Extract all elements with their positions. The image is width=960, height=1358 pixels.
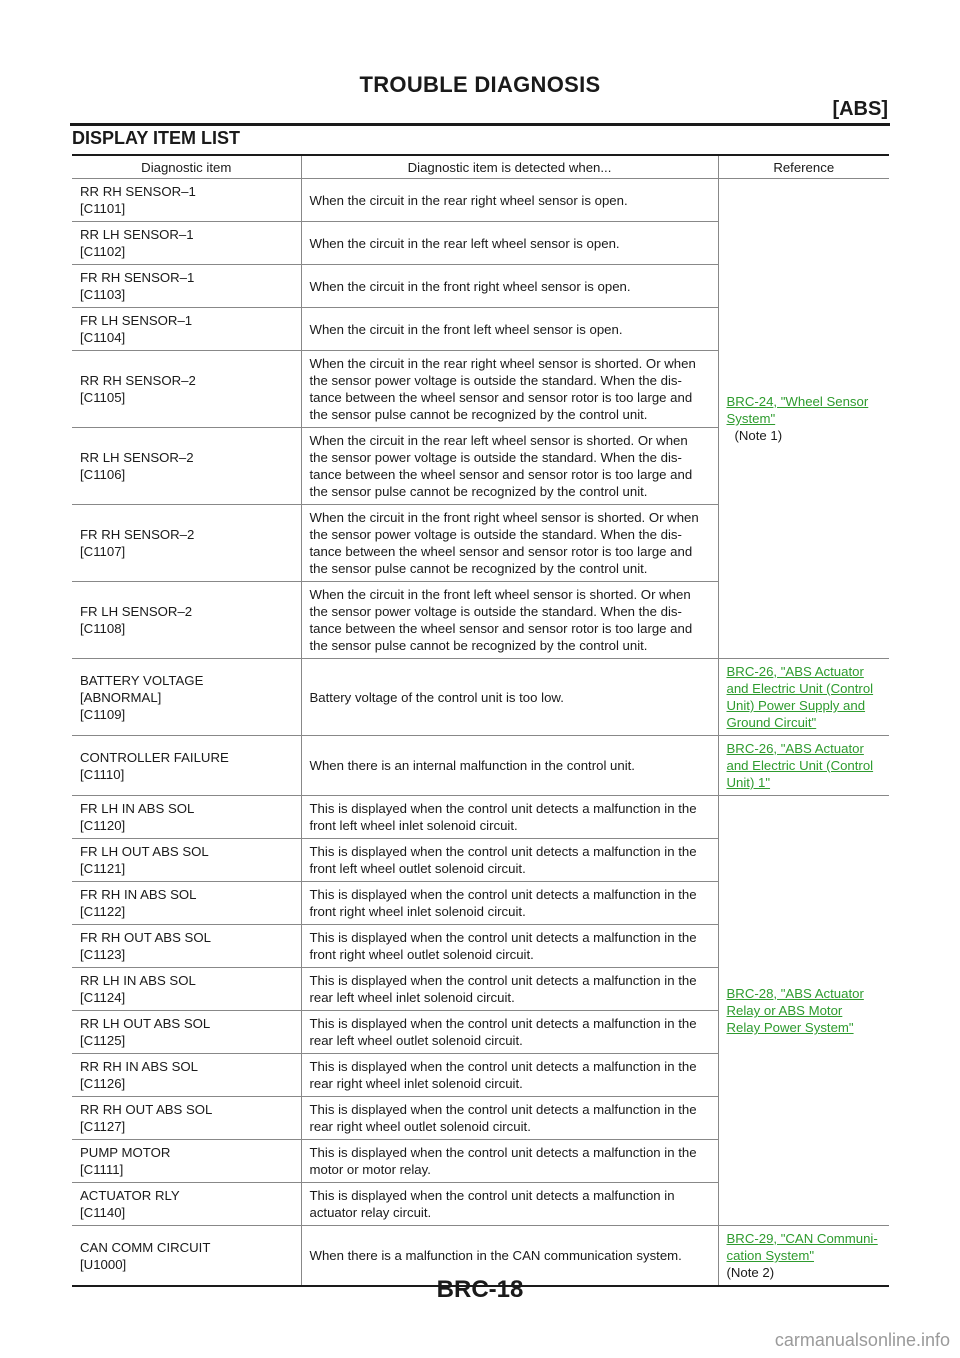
detection-condition-cell: When the circuit in the rear left wheel … — [300, 221, 718, 265]
detection-condition-cell: This is displayed when the control unit … — [300, 838, 718, 882]
diagnostic-item-cell: CAN COMM CIRCUIT[U1000] — [72, 1225, 301, 1286]
table-row: RR RH OUT ABS SOL[C1127] This is display… — [72, 1096, 889, 1140]
diagnostic-item-cell: FR RH SENSOR–1[C1103] — [72, 264, 301, 308]
diagnostic-item-cell: RR RH SENSOR–2[C1105] — [72, 350, 301, 428]
detection-condition-cell: When the circuit in the rear right wheel… — [300, 178, 718, 222]
table-row: RR LH SENSOR–1[C1102] When the circuit i… — [72, 221, 889, 265]
diagnostic-item-cell: ACTUATOR RLY[C1140] — [72, 1182, 301, 1226]
diagnostic-item-cell: FR RH IN ABS SOL[C1122] — [72, 881, 301, 925]
diagnostic-item-cell: FR RH OUT ABS SOL[C1123] — [72, 924, 301, 968]
detection-condition-cell: Battery voltage of the control unit is t… — [300, 658, 718, 736]
table-row: RR RH SENSOR–1[C1101] When the circuit i… — [72, 178, 889, 659]
diagnostic-item-cell: FR LH OUT ABS SOL[C1121] — [72, 838, 301, 882]
detection-condition-cell: When the circuit in the front right whee… — [300, 504, 718, 582]
reference-note: (Note 2) — [726, 1265, 775, 1280]
table-row: ACTUATOR RLY[C1140] This is displayed wh… — [72, 1182, 889, 1226]
detection-condition-cell: When there is a malfunction in the CAN c… — [300, 1225, 718, 1286]
detection-condition-cell: This is displayed when the control unit … — [300, 881, 718, 925]
detection-condition-cell: This is displayed when the control unit … — [300, 924, 718, 968]
table-row: RR LH IN ABS SOL[C1124] This is displaye… — [72, 967, 889, 1011]
diagnostic-item-cell: FR LH IN ABS SOL[C1120] — [72, 795, 301, 839]
detection-condition-cell: This is displayed when the control unit … — [300, 1053, 718, 1097]
diagnostic-item-cell: RR LH SENSOR–1[C1102] — [72, 221, 301, 265]
diagnostic-item-cell: RR RH IN ABS SOL[C1126] — [72, 1053, 301, 1097]
detection-condition-cell: When there is an internal malfunction in… — [300, 735, 718, 796]
diagnostic-item-cell: FR RH SENSOR–2[C1107] — [72, 504, 301, 582]
reference-link-wheel-sensor[interactable]: BRC-24, "Wheel Sensor System" — [726, 394, 869, 426]
reference-link-can-communication[interactable]: BRC-29, "CAN Communi-cation System" — [726, 1231, 878, 1263]
diagnostic-item-cell: RR LH IN ABS SOL[C1124] — [72, 967, 301, 1011]
table-row: RR RH IN ABS SOL[C1126] This is displaye… — [72, 1053, 889, 1097]
reference-link-actuator-relay[interactable]: BRC-28, "ABS Actuator Relay or ABS Motor… — [726, 986, 864, 1035]
page-number: BRC-18 — [436, 1276, 524, 1303]
table-row: CAN COMM CIRCUIT[U1000] When there is a … — [72, 1225, 889, 1286]
detection-condition-cell: This is displayed when the control unit … — [300, 795, 718, 839]
reference-cell: BRC-26, "ABS Actuator and Electric Unit … — [717, 658, 889, 736]
table-row: FR LH SENSOR–2[C1108] When the circuit i… — [72, 581, 889, 659]
diagnostic-item-cell: FR LH SENSOR–1[C1104] — [72, 307, 301, 351]
reference-cell: BRC-26, "ABS Actuator and Electric Unit … — [717, 735, 889, 796]
reference-link-power-supply[interactable]: BRC-26, "ABS Actuator and Electric Unit … — [726, 664, 874, 730]
column-header-diagnostic-item: Diagnostic item — [72, 155, 301, 179]
detection-condition-cell: When the circuit in the rear left wheel … — [300, 427, 718, 505]
detection-condition-cell: When the circuit in the front left wheel… — [300, 581, 718, 659]
reference-cell: BRC-24, "Wheel Sensor System" (Note 1) — [717, 178, 889, 659]
display-item-table: Diagnostic item Diagnostic item is detec… — [72, 154, 889, 1287]
table-row: RR RH SENSOR–2[C1105] When the circuit i… — [72, 350, 889, 428]
diagnostic-item-cell: RR RH OUT ABS SOL[C1127] — [72, 1096, 301, 1140]
diagnostic-item-cell: RR RH SENSOR–1[C1101] — [72, 178, 301, 222]
detection-condition-cell: This is displayed when the control unit … — [300, 1096, 718, 1140]
section-label: [ABS] — [832, 98, 888, 120]
table-row: FR LH OUT ABS SOL[C1121] This is display… — [72, 838, 889, 882]
detection-condition-cell: When the circuit in the front right whee… — [300, 264, 718, 308]
detection-condition-cell: This is displayed when the control unit … — [300, 1182, 718, 1226]
diagnostic-item-cell: RR LH OUT ABS SOL[C1125] — [72, 1010, 301, 1054]
header-rule — [70, 123, 890, 126]
detection-condition-cell: This is displayed when the control unit … — [300, 1139, 718, 1183]
watermark: carmanualsonline.info — [774, 1330, 950, 1350]
table-header-row: Diagnostic item Diagnostic item is detec… — [72, 155, 889, 179]
section-heading: DISPLAY ITEM LIST — [72, 128, 241, 148]
reference-note: (Note 1) — [734, 428, 783, 443]
table-row: RR LH SENSOR–2[C1106] When the circuit i… — [72, 427, 889, 505]
column-header-detected-when: Diagnostic item is detected when... — [300, 155, 718, 179]
page-title: TROUBLE DIAGNOSIS — [359, 72, 601, 97]
reference-cell: BRC-29, "CAN Communi-cation System" (Not… — [717, 1225, 889, 1286]
table-row: FR RH OUT ABS SOL[C1123] This is display… — [72, 924, 889, 968]
detection-condition-cell: This is displayed when the control unit … — [300, 967, 718, 1011]
table-row: FR LH IN ABS SOL[C1120] This is displaye… — [72, 795, 889, 1226]
table-row: FR RH IN ABS SOL[C1122] This is displaye… — [72, 881, 889, 925]
table-row: BATTERY VOLTAGE[ABNORMAL][C1109] Battery… — [72, 658, 889, 736]
table-row: RR LH OUT ABS SOL[C1125] This is display… — [72, 1010, 889, 1054]
column-header-reference: Reference — [717, 155, 889, 179]
table-row: FR RH SENSOR–1[C1103] When the circuit i… — [72, 264, 889, 308]
table-row: PUMP MOTOR[C1111] This is displayed when… — [72, 1139, 889, 1183]
reference-cell: BRC-28, "ABS Actuator Relay or ABS Motor… — [717, 795, 889, 1226]
detection-condition-cell: When the circuit in the front left wheel… — [300, 307, 718, 351]
diagnostic-item-cell: FR LH SENSOR–2[C1108] — [72, 581, 301, 659]
diagnostic-item-cell: BATTERY VOLTAGE[ABNORMAL][C1109] — [72, 658, 301, 736]
table-row: FR RH SENSOR–2[C1107] When the circuit i… — [72, 504, 889, 582]
diagnostic-item-cell: PUMP MOTOR[C1111] — [72, 1139, 301, 1183]
diagnostic-item-cell: CONTROLLER FAILURE[C1110] — [72, 735, 301, 796]
detection-condition-cell: When the circuit in the rear right wheel… — [300, 350, 718, 428]
diagnostic-item-cell: RR LH SENSOR–2[C1106] — [72, 427, 301, 505]
detection-condition-cell: This is displayed when the control unit … — [300, 1010, 718, 1054]
table-row: FR LH SENSOR–1[C1104] When the circuit i… — [72, 307, 889, 351]
reference-link-control-unit[interactable]: BRC-26, "ABS Actuator and Electric Unit … — [726, 741, 874, 790]
table-row: CONTROLLER FAILURE[C1110] When there is … — [72, 735, 889, 796]
